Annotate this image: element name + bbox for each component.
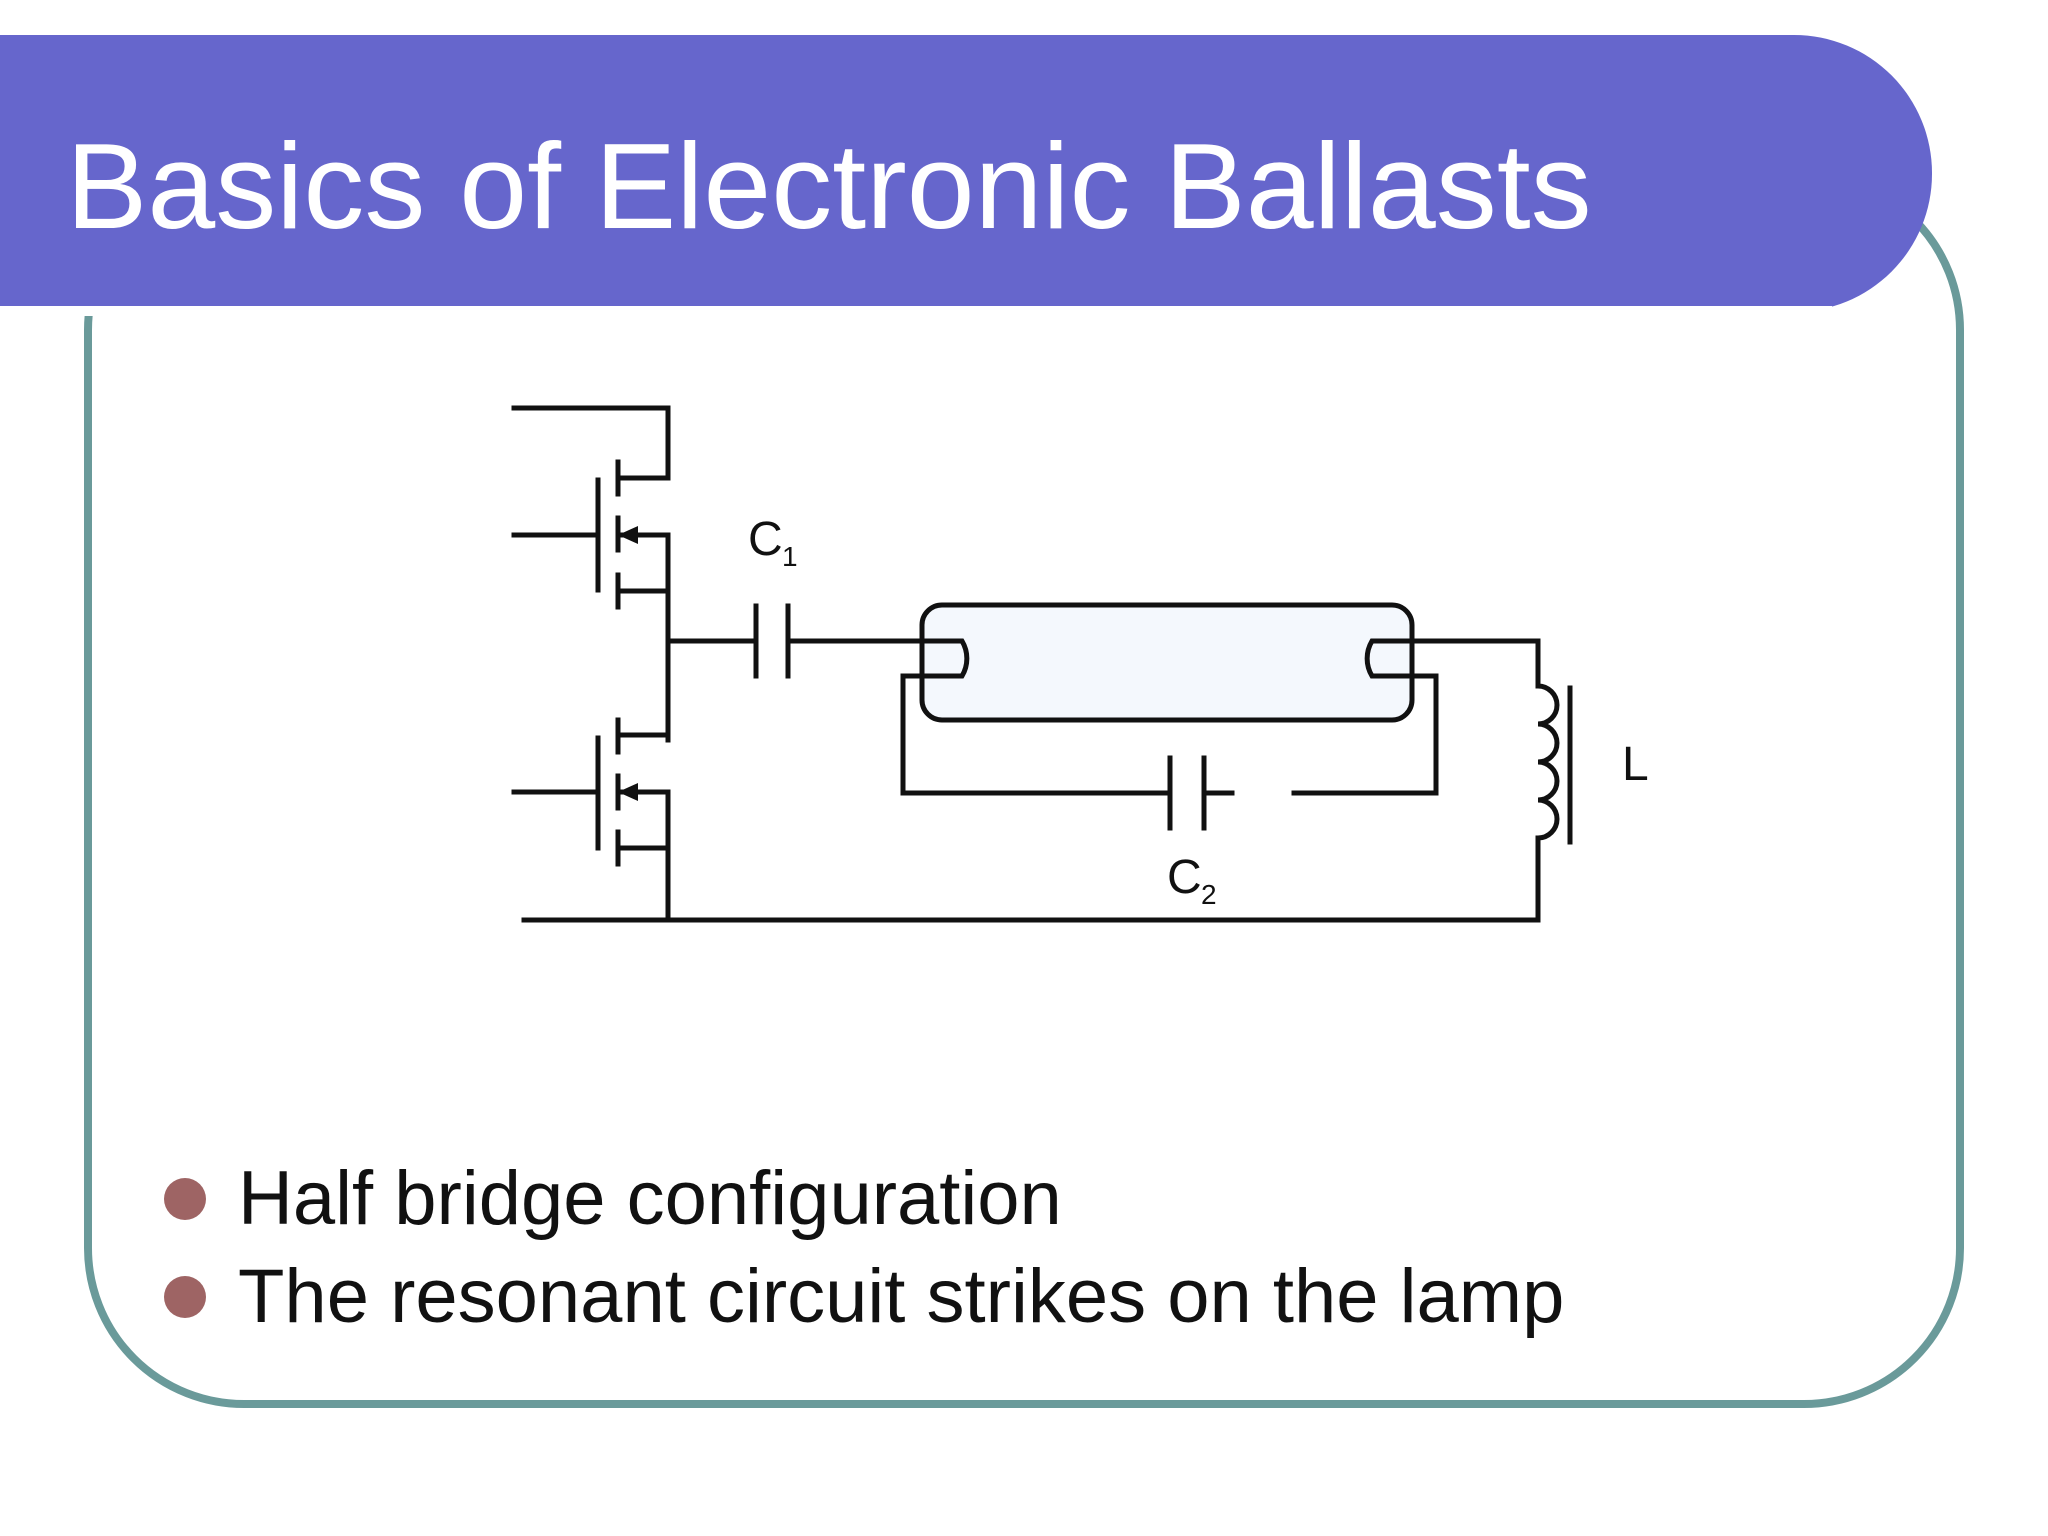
bullet-item: Half bridge configuration: [160, 1150, 1564, 1248]
inductor-l: [1409, 638, 1573, 923]
bullet-item: The resonant circuit strikes on the lamp: [160, 1248, 1564, 1346]
lower-arrow-icon: [618, 783, 638, 801]
upper-arrow-icon: [618, 526, 638, 544]
inductor-coil: [1535, 683, 1560, 841]
upper-mosfet: [511, 405, 671, 743]
slide-title: Basics of Electronic Ballasts: [66, 118, 1592, 254]
c2-subscript: 2: [1201, 879, 1217, 910]
l-label: L: [1622, 738, 1649, 791]
bullet-dot-icon: [164, 1178, 206, 1220]
c2-label: C: [1167, 851, 1202, 904]
bullet-list: Half bridge configuration The resonant c…: [160, 1150, 1564, 1346]
positive-rail-wire: [511, 405, 671, 481]
capacitor-c1: [665, 603, 958, 679]
midpoint-wire-lower: [615, 637, 671, 738]
bullet-text: The resonant circuit strikes on the lamp: [238, 1254, 1565, 1339]
inductor-top-wire: [1409, 638, 1541, 689]
title-underline: [0, 306, 1832, 316]
bullet-dot-icon: [164, 1276, 206, 1318]
bullet-text: Half bridge configuration: [238, 1156, 1062, 1241]
right-filament: [1364, 638, 1415, 679]
c1-subscript: 1: [782, 541, 798, 572]
lamp-tube: [919, 602, 1415, 723]
fluorescent-lamp: [919, 602, 1415, 723]
c2-right-wire: [1291, 673, 1439, 796]
title-banner: Basics of Electronic Ballasts: [0, 35, 1932, 316]
capacitor-c2: [900, 673, 1439, 831]
c2-left-wire: [900, 673, 1171, 796]
c1-label: C: [748, 513, 783, 566]
slide-frame: [84, 170, 1964, 1408]
left-filament: [919, 638, 970, 679]
lower-mosfet: [511, 637, 671, 923]
